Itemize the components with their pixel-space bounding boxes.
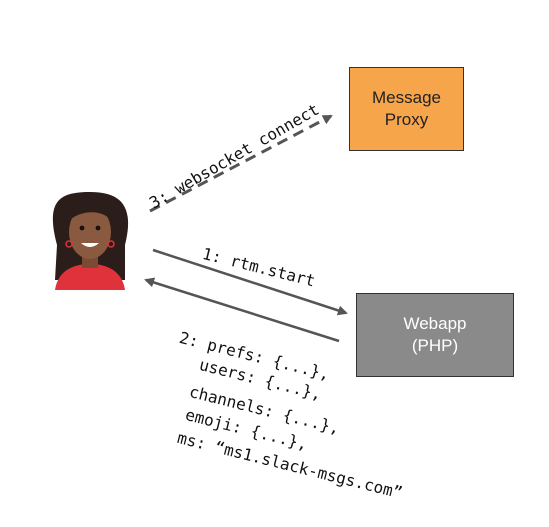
webapp-line2: (PHP) <box>411 336 459 355</box>
response-arrow <box>144 277 340 343</box>
websocket-connect-arrow <box>149 114 333 213</box>
message-proxy-box: Message Proxy <box>349 67 464 151</box>
user-avatar-icon <box>52 192 129 290</box>
message-proxy-line1: Message <box>372 88 441 107</box>
webapp-line1: Webapp <box>403 314 467 333</box>
rtm-start-arrow <box>152 248 348 316</box>
webapp-box: Webapp (PHP) <box>356 293 514 377</box>
message-proxy-line2: Proxy <box>384 110 429 129</box>
